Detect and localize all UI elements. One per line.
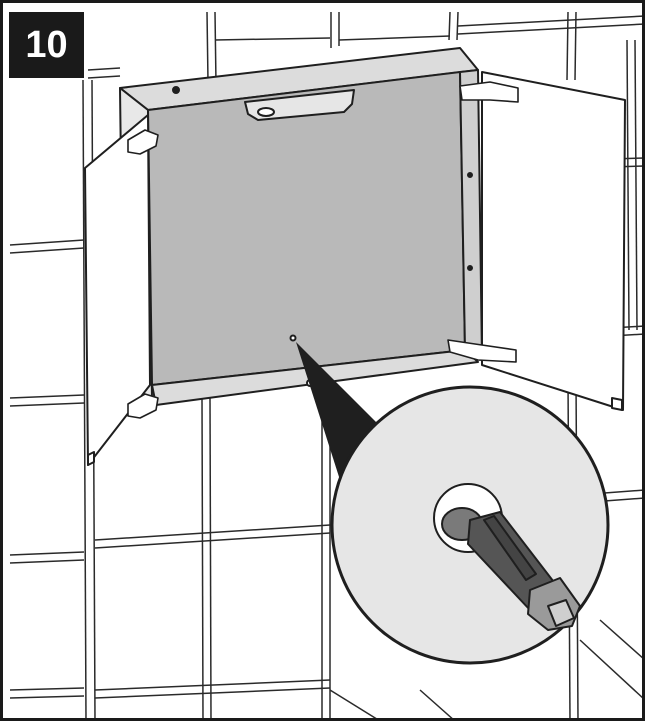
side-dot-2 <box>467 265 473 271</box>
hinge-bottom-right <box>447 339 517 363</box>
hinge-bottom-left <box>127 393 159 419</box>
hinges <box>127 81 519 419</box>
hinge-top-left <box>127 129 159 155</box>
hinge-top-right <box>459 81 519 103</box>
left-door <box>84 114 151 466</box>
right-door <box>481 71 626 411</box>
side-dot-3 <box>172 86 180 94</box>
wall-plug <box>467 511 581 631</box>
light-switch <box>257 107 275 117</box>
anchor-hole-marker <box>289 334 297 342</box>
detail-callout <box>330 385 610 665</box>
step-number-badge: 10 <box>9 12 84 78</box>
side-dot-1 <box>467 172 473 178</box>
